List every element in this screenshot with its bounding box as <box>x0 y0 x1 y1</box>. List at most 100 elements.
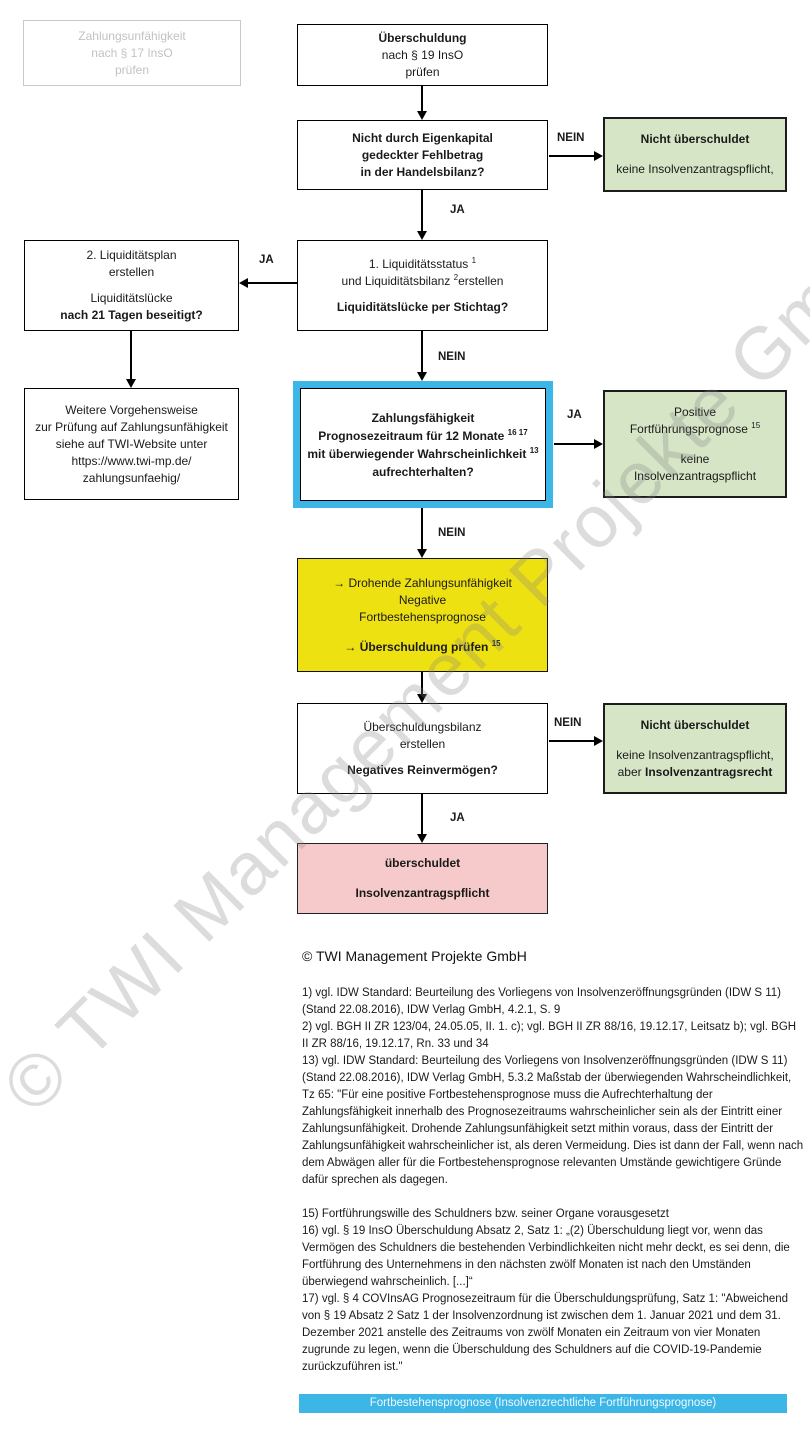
arrowhead-down-icon <box>417 111 427 120</box>
twi-website-link[interactable]: zahlungsunfaehig/ <box>82 470 181 485</box>
node-line: Fortbestehensprognose <box>359 609 486 624</box>
footnotes-block-1: 1) vgl. IDW Standard: Beurteilung des Vo… <box>302 985 804 1189</box>
label-nein-equity: NEIN <box>557 132 585 144</box>
label-nein-liquidity: NEIN <box>438 351 466 363</box>
arrowhead-right-icon <box>594 151 603 161</box>
node-line: Insolvenzantragspflicht <box>633 468 757 483</box>
copyright-heading: © TWI Management Projekte GmbH <box>302 948 527 964</box>
arrow-balance-to-green2 <box>549 740 595 742</box>
node-line: nach § 19 InsO <box>381 47 464 62</box>
node-line: Zahlungsunfähigkeit <box>78 28 186 43</box>
arrowhead-down-icon <box>417 549 427 558</box>
label-nein-forecast: NEIN <box>438 527 466 539</box>
node-line: Überschuldung <box>378 30 467 45</box>
node-line: Liquiditätslücke <box>90 291 173 305</box>
footnote-15: 15) Fortführungswille des Schuldners bzw… <box>302 1208 669 1220</box>
node-line: Weitere Vorgehensweise <box>65 402 198 417</box>
node-line: Liquiditätslücke per Stichtag? <box>336 299 509 314</box>
node-line: nach § 17 InsO <box>91 45 173 60</box>
node-line: → Drohende Zahlungsunfähigkeit <box>333 575 512 590</box>
node-liquidity-plan: 2. Liquiditätsplan erstellen Liquiditäts… <box>24 240 239 331</box>
node-line: und Liquiditätsbilanz 2erstellen <box>341 272 504 288</box>
node-further-procedure: Weitere Vorgehensweise zur Prüfung auf Z… <box>24 388 239 500</box>
arrowhead-down-icon <box>126 379 136 388</box>
legend-banner: Fortbestehensprognose (Insolvenzrechtlic… <box>299 1394 787 1413</box>
label-ja-liquidity: JA <box>259 254 274 266</box>
arrow-start-to-equity <box>421 86 423 113</box>
node-line: Negative <box>398 592 447 607</box>
node-line: Positive <box>673 404 717 419</box>
node-line: keine <box>680 451 710 466</box>
arrowhead-down-icon <box>417 231 427 240</box>
node-line: Überschuldungsbilanz <box>363 719 482 734</box>
node-line: aber Insolvenzantragsrecht <box>617 764 773 779</box>
node-equity-shortfall-question: Nicht durch Eigenkapital gedeckter Fehlb… <box>297 120 548 190</box>
label-nein-balance: NEIN <box>554 717 582 729</box>
arrow-liquidity-to-plan <box>248 282 297 284</box>
arrowhead-down-icon <box>417 834 427 843</box>
node-line: erstellen <box>108 265 155 279</box>
node-line: Insolvenzantragspflicht <box>355 886 490 900</box>
label-ja-balance: JA <box>450 812 465 824</box>
node-line: Nicht überschuldet <box>640 717 750 732</box>
footnote-1: 1) vgl. IDW Standard: Beurteilung des Vo… <box>302 987 782 1016</box>
node-line: mit überwiegender Wahrscheinlichkeit 13 <box>307 445 539 461</box>
arrow-plan-to-further <box>130 331 132 380</box>
node-line: 1. Liquiditätsstatus 1 <box>368 255 477 271</box>
node-overindebtedness-balance: Überschuldungsbilanz erstellen Negatives… <box>297 703 548 794</box>
node-negative-forecast: → Drohende Zahlungsunfähigkeit Negative … <box>297 558 548 672</box>
node-line: Fortführungsprognose 15 <box>629 420 761 436</box>
node-solvency-forecast-inner: Zahlungsfähigkeit Prognosezeitraum für 1… <box>300 388 546 501</box>
arrow-balance-to-overindebted <box>421 794 423 835</box>
node-liquidity-status: 1. Liquiditätsstatus 1 und Liquiditätsbi… <box>297 240 548 331</box>
node-line: keine Insolvenzantragspflicht, <box>616 747 774 762</box>
node-line: in der Handelsbilanz? <box>360 164 485 179</box>
node-line: keine Insolvenzantragspflicht, <box>616 162 774 176</box>
footnote-16: 16) vgl. § 19 InsO Überschuldung Absatz … <box>302 1225 790 1288</box>
node-line: erstellen <box>399 736 446 751</box>
node-line: zur Prüfung auf Zahlungsunfähigkeit <box>35 419 228 434</box>
node-line: Nicht durch Eigenkapital <box>352 130 493 145</box>
footnote-13: 13) vgl. IDW Standard: Beurteilung des V… <box>302 1055 804 1186</box>
arrow-forecast-to-negative <box>421 508 423 550</box>
node-line: überschuldet <box>384 856 461 870</box>
footnotes-block-2: 15) Fortführungswille des Schuldners bzw… <box>302 1206 804 1376</box>
node-line: → Überschuldung prüfen 15 <box>344 638 501 654</box>
node-check-insolvency-17: Zahlungsunfähigkeit nach § 17 InsO prüfe… <box>23 20 241 86</box>
arrow-equity-to-liquidity <box>421 190 423 232</box>
node-line: Prognosezeitraum für 12 Monate 16 17 <box>318 427 528 443</box>
arrow-negative-to-balance <box>421 672 423 695</box>
node-line: Zahlungsfähigkeit <box>371 410 475 425</box>
label-ja-forecast: JA <box>567 409 582 421</box>
footnote-2: 2) vgl. BGH II ZR 123/04, 24.05.05, II. … <box>302 1021 797 1050</box>
footnote-ref-15: 15 <box>491 638 501 648</box>
node-line: 2. Liquiditätsplan <box>86 248 177 262</box>
footnotes: 1) vgl. IDW Standard: Beurteilung des Vo… <box>302 985 804 1376</box>
node-solvency-forecast-highlighted: Zahlungsfähigkeit Prognosezeitraum für 1… <box>293 381 553 508</box>
label-ja-equity: JA <box>450 204 465 216</box>
footnote-ref-16-17: 16 17 <box>507 427 528 437</box>
arrowhead-left-icon <box>239 278 248 288</box>
footnote-ref-13: 13 <box>529 445 539 455</box>
arrowhead-down-icon <box>417 694 427 703</box>
footnote-17: 17) vgl. § 4 COVInsAG Prognosezeitraum f… <box>302 1293 789 1373</box>
arrowhead-right-icon <box>594 439 603 449</box>
footnote-ref-2: 2 <box>453 272 459 282</box>
node-not-overindebted-1: Nicht überschuldet keine Insolvenzantrag… <box>603 117 787 192</box>
node-overindebted: überschuldet Insolvenzantragspflicht <box>297 843 548 914</box>
node-line: prüfen <box>405 64 440 79</box>
node-line: Negatives Reinvermögen? <box>347 762 498 777</box>
node-positive-forecast: Positive Fortführungsprognose 15 keine I… <box>603 390 787 498</box>
arrowhead-down-icon <box>417 372 427 381</box>
node-line: siehe auf TWI-Website unter <box>55 436 208 451</box>
arrow-equity-to-green1 <box>549 155 595 157</box>
arrowhead-right-icon <box>594 736 603 746</box>
twi-website-link[interactable]: https://www.twi-mp.de/ <box>71 453 192 468</box>
node-line: Nicht überschuldet <box>640 132 750 146</box>
footnote-ref-1: 1 <box>471 255 477 265</box>
arrow-liquidity-to-forecast <box>421 331 423 373</box>
node-not-overindebted-2: Nicht überschuldet keine Insolvenzantrag… <box>603 703 787 794</box>
node-line: nach 21 Tagen beseitigt? <box>60 308 203 322</box>
node-line: gedeckter Fehlbetrag <box>361 147 484 162</box>
